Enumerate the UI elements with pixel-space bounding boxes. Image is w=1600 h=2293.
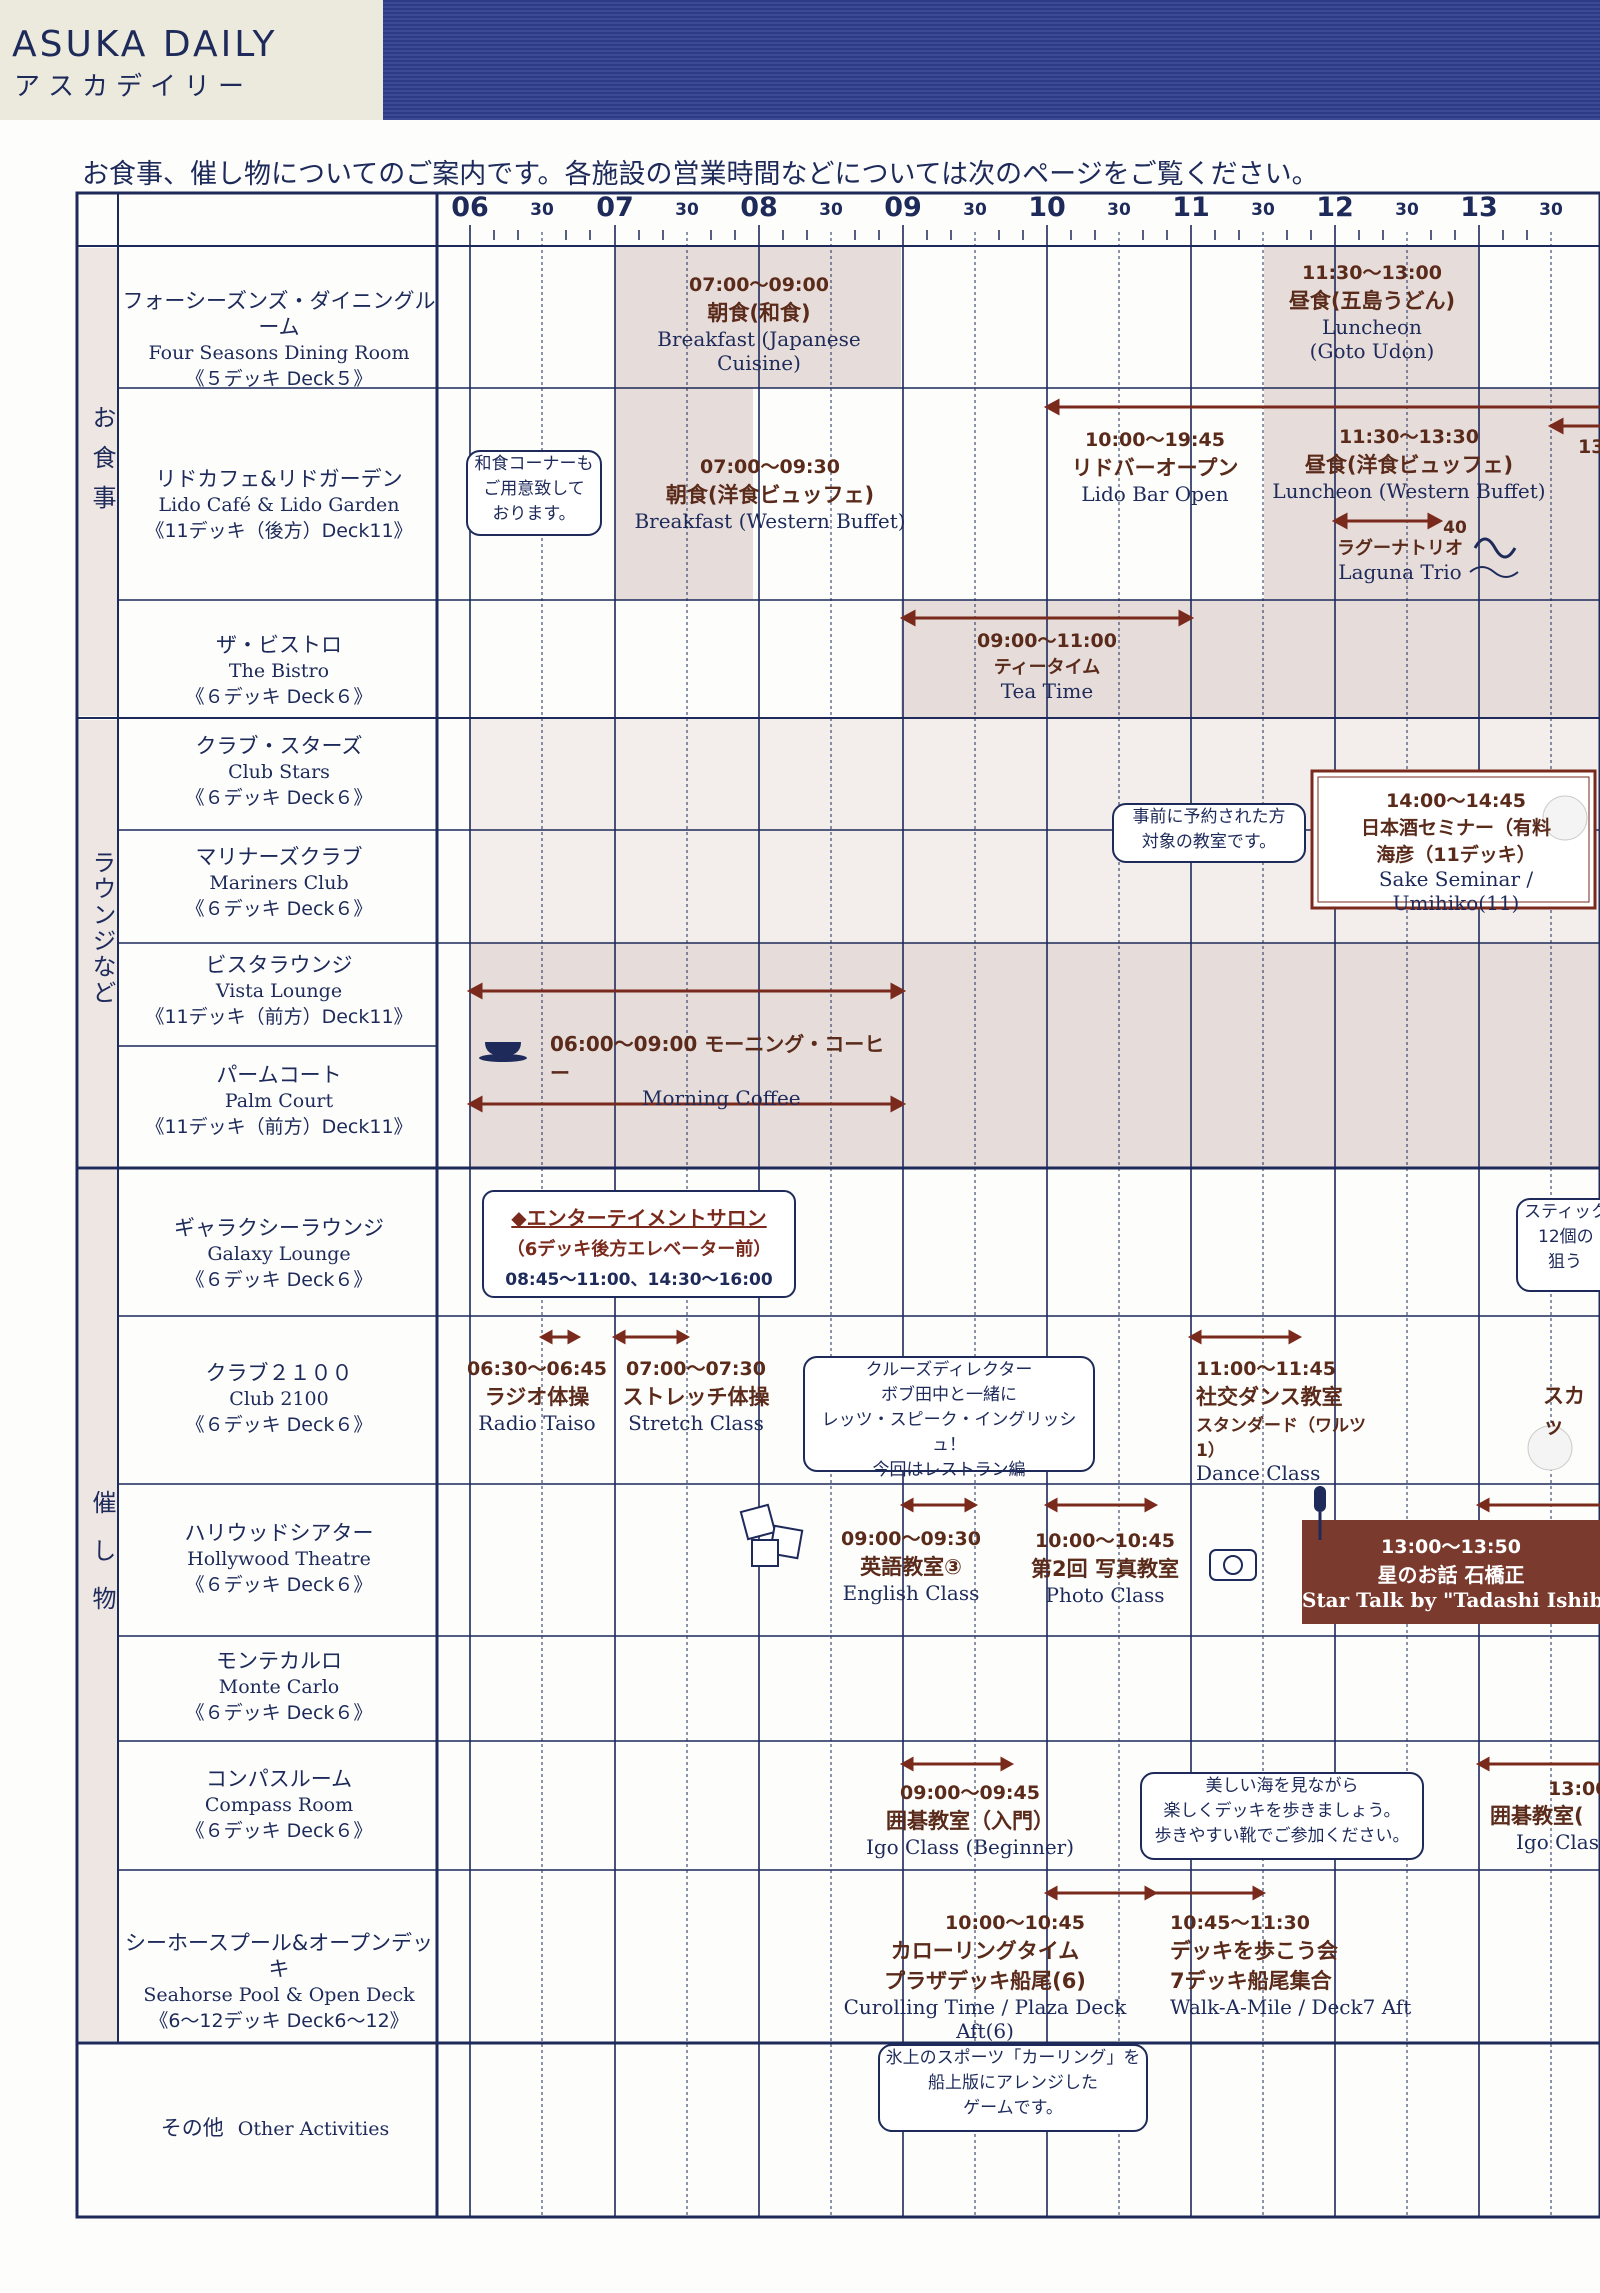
- curling-note: 氷上のスポーツ「カーリング」を船上版にアレンジしたゲームです。: [878, 2044, 1148, 2132]
- deck-walk-note: 美しい海を見ながら楽しくデッキを歩きましょう。歩きやすい靴でご参加ください。: [1140, 1772, 1424, 1860]
- half-label: 30: [1539, 200, 1563, 220]
- category-dining: お食事: [88, 405, 116, 525]
- laguna-number: 40: [1443, 518, 1467, 538]
- half-label: 30: [819, 200, 843, 220]
- event-scotch: スカッ: [1543, 1384, 1585, 1438]
- event-igo-afternoon: 13:00囲碁教室(Igo Class: [1490, 1778, 1600, 1854]
- half-label: 30: [675, 200, 699, 220]
- reserved-note: 事前に予約された方対象の教室です。: [1112, 803, 1306, 863]
- brand-title: ASUKA DAILY: [12, 24, 278, 65]
- event-cut-13: 13: [1578, 436, 1600, 458]
- hour-label: 07: [596, 192, 634, 223]
- hour-label: 08: [740, 192, 778, 223]
- brand-subtitle: アスカデイリー: [14, 72, 253, 102]
- hour-label: 09: [884, 192, 922, 223]
- hour-label: 10: [1028, 192, 1066, 223]
- half-label: 30: [1107, 200, 1131, 220]
- hour-label: 06: [451, 192, 489, 223]
- salon-box: ◆エンターテイメントサロン （6デッキ後方エレベーター前） 08:45～11:0…: [482, 1190, 796, 1298]
- intro-text: お食事、催し物についてのご案内です。各施設の営業時間などについては次のページをご…: [82, 159, 1319, 190]
- half-label: 30: [1395, 200, 1419, 220]
- header-band: [383, 0, 1600, 120]
- cruise-director-note: クルーズディレクターボブ田中と一緒にレッツ・スピーク・イングリッシュ！今回はレス…: [803, 1356, 1095, 1480]
- category-events: 催し物: [88, 1490, 116, 1634]
- half-label: 30: [530, 200, 554, 220]
- washoku-note: 和食コーナーもご用意致しております。: [466, 450, 602, 536]
- other-activities-label: その他 Other Activities: [160, 2116, 390, 2140]
- brand-block: ASUKA DAILY アスカデイリー: [0, 0, 383, 120]
- hour-label: 13: [1460, 192, 1498, 223]
- decoration-icons: [479, 537, 1588, 1581]
- hour-label: 11: [1172, 192, 1210, 223]
- hour-label: 12: [1316, 192, 1354, 223]
- half-label: 30: [963, 200, 987, 220]
- event-morning-coffee: 06:00～09:00 モーニング・コーヒー Morning Coffee: [550, 1032, 885, 1110]
- half-label: 30: [1251, 200, 1275, 220]
- category-lounge: ラウンジなど: [88, 850, 116, 1006]
